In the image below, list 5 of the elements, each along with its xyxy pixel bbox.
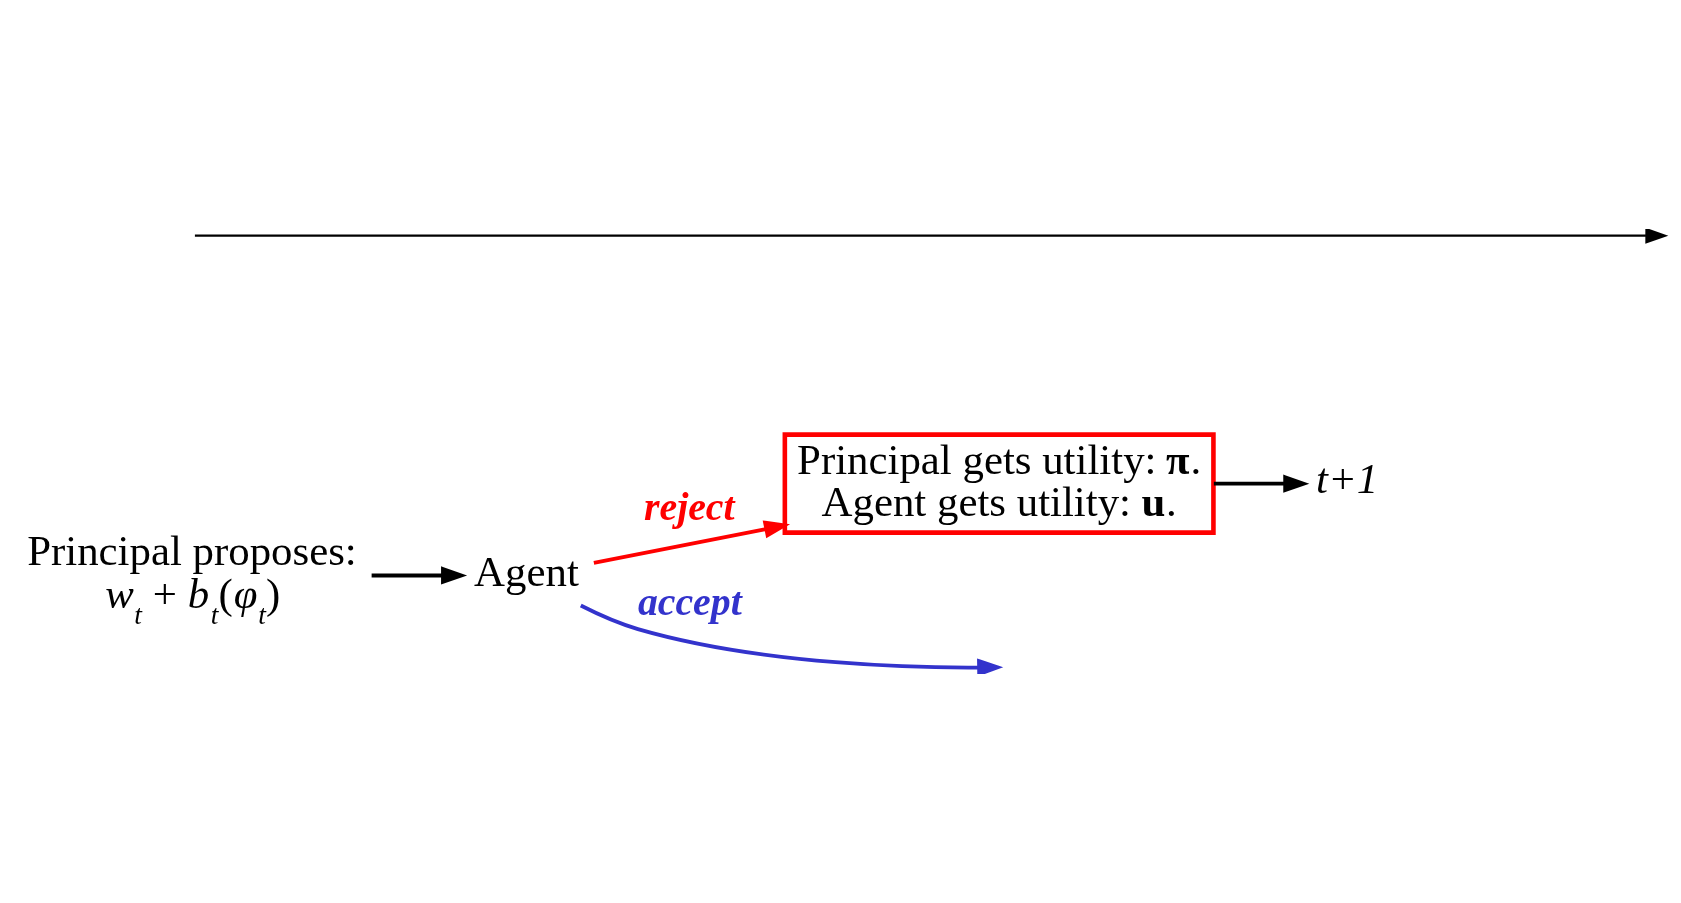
node-text: t+1 <box>1315 454 1379 502</box>
edge-label: accept <box>637 579 742 624</box>
node-text: Principal proposes: w$_{t}$ + b$_{t}$(φ$_{t}$) <box>27 527 357 630</box>
edge-label: reject <box>644 485 735 530</box>
node-text: Agent <box>474 548 579 596</box>
